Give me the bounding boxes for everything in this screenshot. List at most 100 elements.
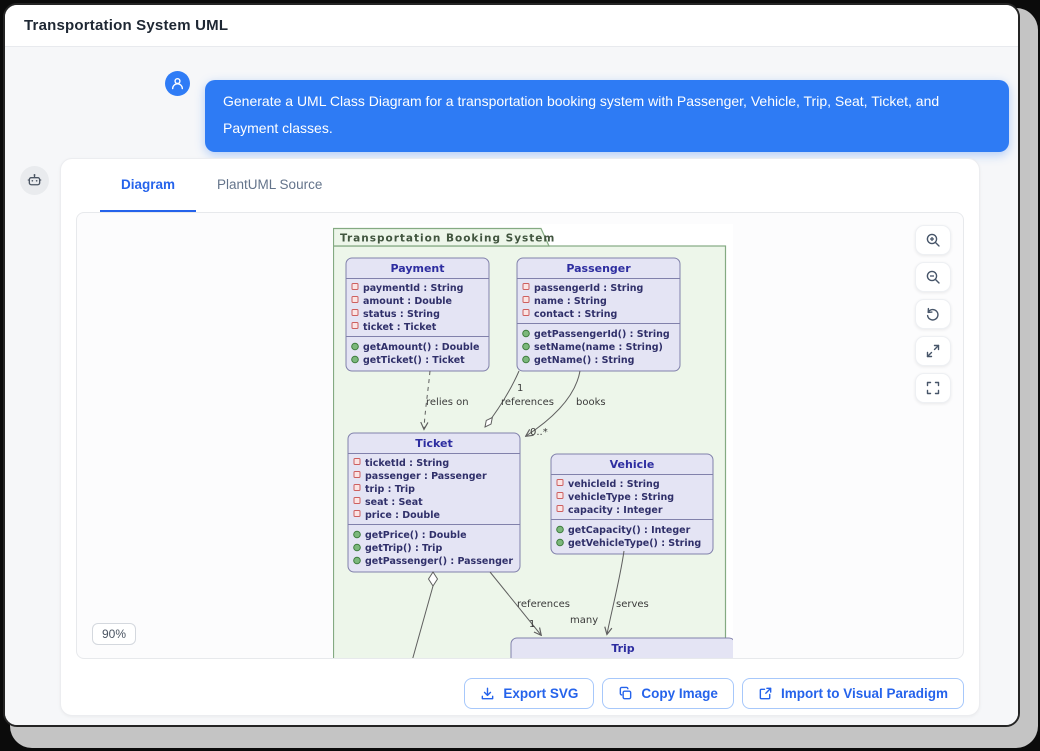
public-method-icon: [353, 530, 361, 539]
fullscreen-icon: [926, 381, 940, 395]
class-method: getPassenger() : Passenger: [365, 556, 513, 567]
copy-image-button[interactable]: Copy Image: [602, 678, 734, 709]
edge-label: serves: [616, 599, 649, 610]
private-field-icon: [351, 296, 359, 303]
class-method: getAmount() : Double: [363, 342, 479, 353]
public-method-icon: [353, 556, 361, 565]
edge-multiplicity: 1: [517, 383, 523, 394]
class-attribute: status : String: [363, 309, 440, 320]
class-method: getCapacity() : Integer: [568, 525, 691, 536]
import-to-visual-paradigm-button[interactable]: Import to Visual Paradigm: [741, 678, 964, 709]
export-svg-label: Export SVG: [503, 686, 579, 701]
class-method: getTrip() : Trip: [365, 543, 442, 554]
user-avatar: [165, 71, 190, 96]
copy-image-label: Copy Image: [641, 686, 718, 701]
tab-diagram[interactable]: Diagram: [100, 159, 197, 212]
package-title: Transportation Booking System: [340, 233, 555, 245]
reset-view-button[interactable]: [915, 299, 951, 329]
class-method: getVehicleType() : String: [568, 538, 701, 549]
fullscreen-button[interactable]: [915, 373, 951, 403]
class-attribute: name : String: [534, 296, 607, 307]
uml-class-trip: Trip: [510, 637, 733, 658]
robot-icon: [27, 173, 42, 186]
edge-label: relies on: [426, 397, 469, 408]
class-name: Passenger: [566, 262, 631, 275]
private-field-icon: [522, 283, 530, 290]
page-body: Generate a UML Class Diagram for a trans…: [5, 47, 1018, 725]
class-attribute: passengerId : String: [534, 283, 643, 294]
import-to-visual-paradigm-label: Import to Visual Paradigm: [780, 686, 948, 701]
class-method: getPrice() : Double: [365, 530, 467, 541]
edge-label: references: [501, 397, 554, 408]
tab-plantuml-source-label: PlantUML Source: [217, 177, 323, 192]
class-name: Payment: [390, 262, 444, 275]
class-method: setName(name : String): [534, 342, 663, 353]
public-method-icon: [522, 329, 530, 338]
class-method: getPassengerId() : String: [534, 329, 670, 340]
edge-label: references: [517, 599, 570, 610]
public-method-icon: [353, 543, 361, 552]
private-field-icon: [556, 492, 564, 499]
private-field-icon: [353, 471, 361, 478]
edge-label: books: [576, 397, 606, 408]
class-attribute: seat : Seat: [365, 497, 423, 508]
class-attribute: vehicleId : String: [568, 479, 660, 490]
private-field-icon: [353, 458, 361, 465]
public-method-icon: [556, 538, 564, 547]
public-method-icon: [556, 525, 564, 534]
edge-multiplicity: 1: [529, 619, 535, 630]
reset-icon: [926, 307, 939, 321]
tab-plantuml-source[interactable]: PlantUML Source: [196, 159, 343, 212]
private-field-icon: [556, 505, 564, 512]
zoom-level-badge: 90%: [92, 623, 137, 645]
private-field-icon: [522, 296, 530, 303]
edge-multiplicity: 0..*: [530, 427, 548, 438]
public-method-icon: [522, 342, 530, 351]
export-svg-button[interactable]: Export SVG: [464, 678, 595, 709]
page-title: Transportation System UML: [24, 17, 229, 34]
class-attribute: contact : String: [534, 309, 617, 320]
user-icon: [171, 77, 184, 90]
expand-button[interactable]: [915, 336, 951, 366]
uml-edge-ticket-to-trip: references 1: [489, 571, 570, 635]
uml-edge-passenger-to-ticket-references: references 1: [485, 370, 554, 427]
class-attribute: amount : Double: [363, 296, 452, 307]
app-window: Transportation System UML Generate a UML…: [3, 3, 1020, 727]
zoom-in-icon: [926, 233, 940, 247]
action-buttons: Export SVG Copy Image: [76, 678, 964, 709]
class-name: Trip: [611, 642, 634, 655]
uml-class-payment: Payment paymentId : String amount : Double…: [345, 257, 490, 372]
uml-edge-payment-to-ticket: relies on: [424, 370, 469, 429]
class-name: Vehicle: [610, 458, 655, 471]
title-bar: Transportation System UML: [5, 5, 1018, 47]
class-attribute: trip : Trip: [365, 484, 415, 495]
class-attribute: ticket : Ticket: [363, 322, 437, 333]
public-method-icon: [351, 355, 359, 364]
zoom-out-icon: [926, 270, 940, 284]
private-field-icon: [351, 309, 359, 316]
external-link-icon: [759, 687, 772, 700]
expand-icon: [926, 344, 940, 358]
user-message-bubble: Generate a UML Class Diagram for a trans…: [205, 80, 1009, 152]
private-field-icon: [522, 309, 530, 316]
private-field-icon: [353, 497, 361, 504]
private-field-icon: [353, 510, 361, 517]
private-field-icon: [556, 479, 564, 486]
zoom-in-button[interactable]: [915, 225, 951, 255]
class-attribute: passenger : Passenger: [365, 471, 487, 482]
assistant-avatar: [20, 166, 49, 195]
diagram-card: Diagram PlantUML Source Transportation B…: [60, 158, 980, 716]
class-attribute: ticketId : String: [365, 458, 449, 469]
tab-bar: Diagram PlantUML Source: [61, 159, 979, 212]
download-icon: [482, 687, 494, 700]
zoom-out-button[interactable]: [915, 262, 951, 292]
private-field-icon: [353, 484, 361, 491]
uml-edge-passenger-to-ticket-books: books 0..*: [526, 370, 606, 438]
class-attribute: paymentId : String: [363, 283, 463, 294]
class-attribute: price : Double: [365, 510, 440, 521]
